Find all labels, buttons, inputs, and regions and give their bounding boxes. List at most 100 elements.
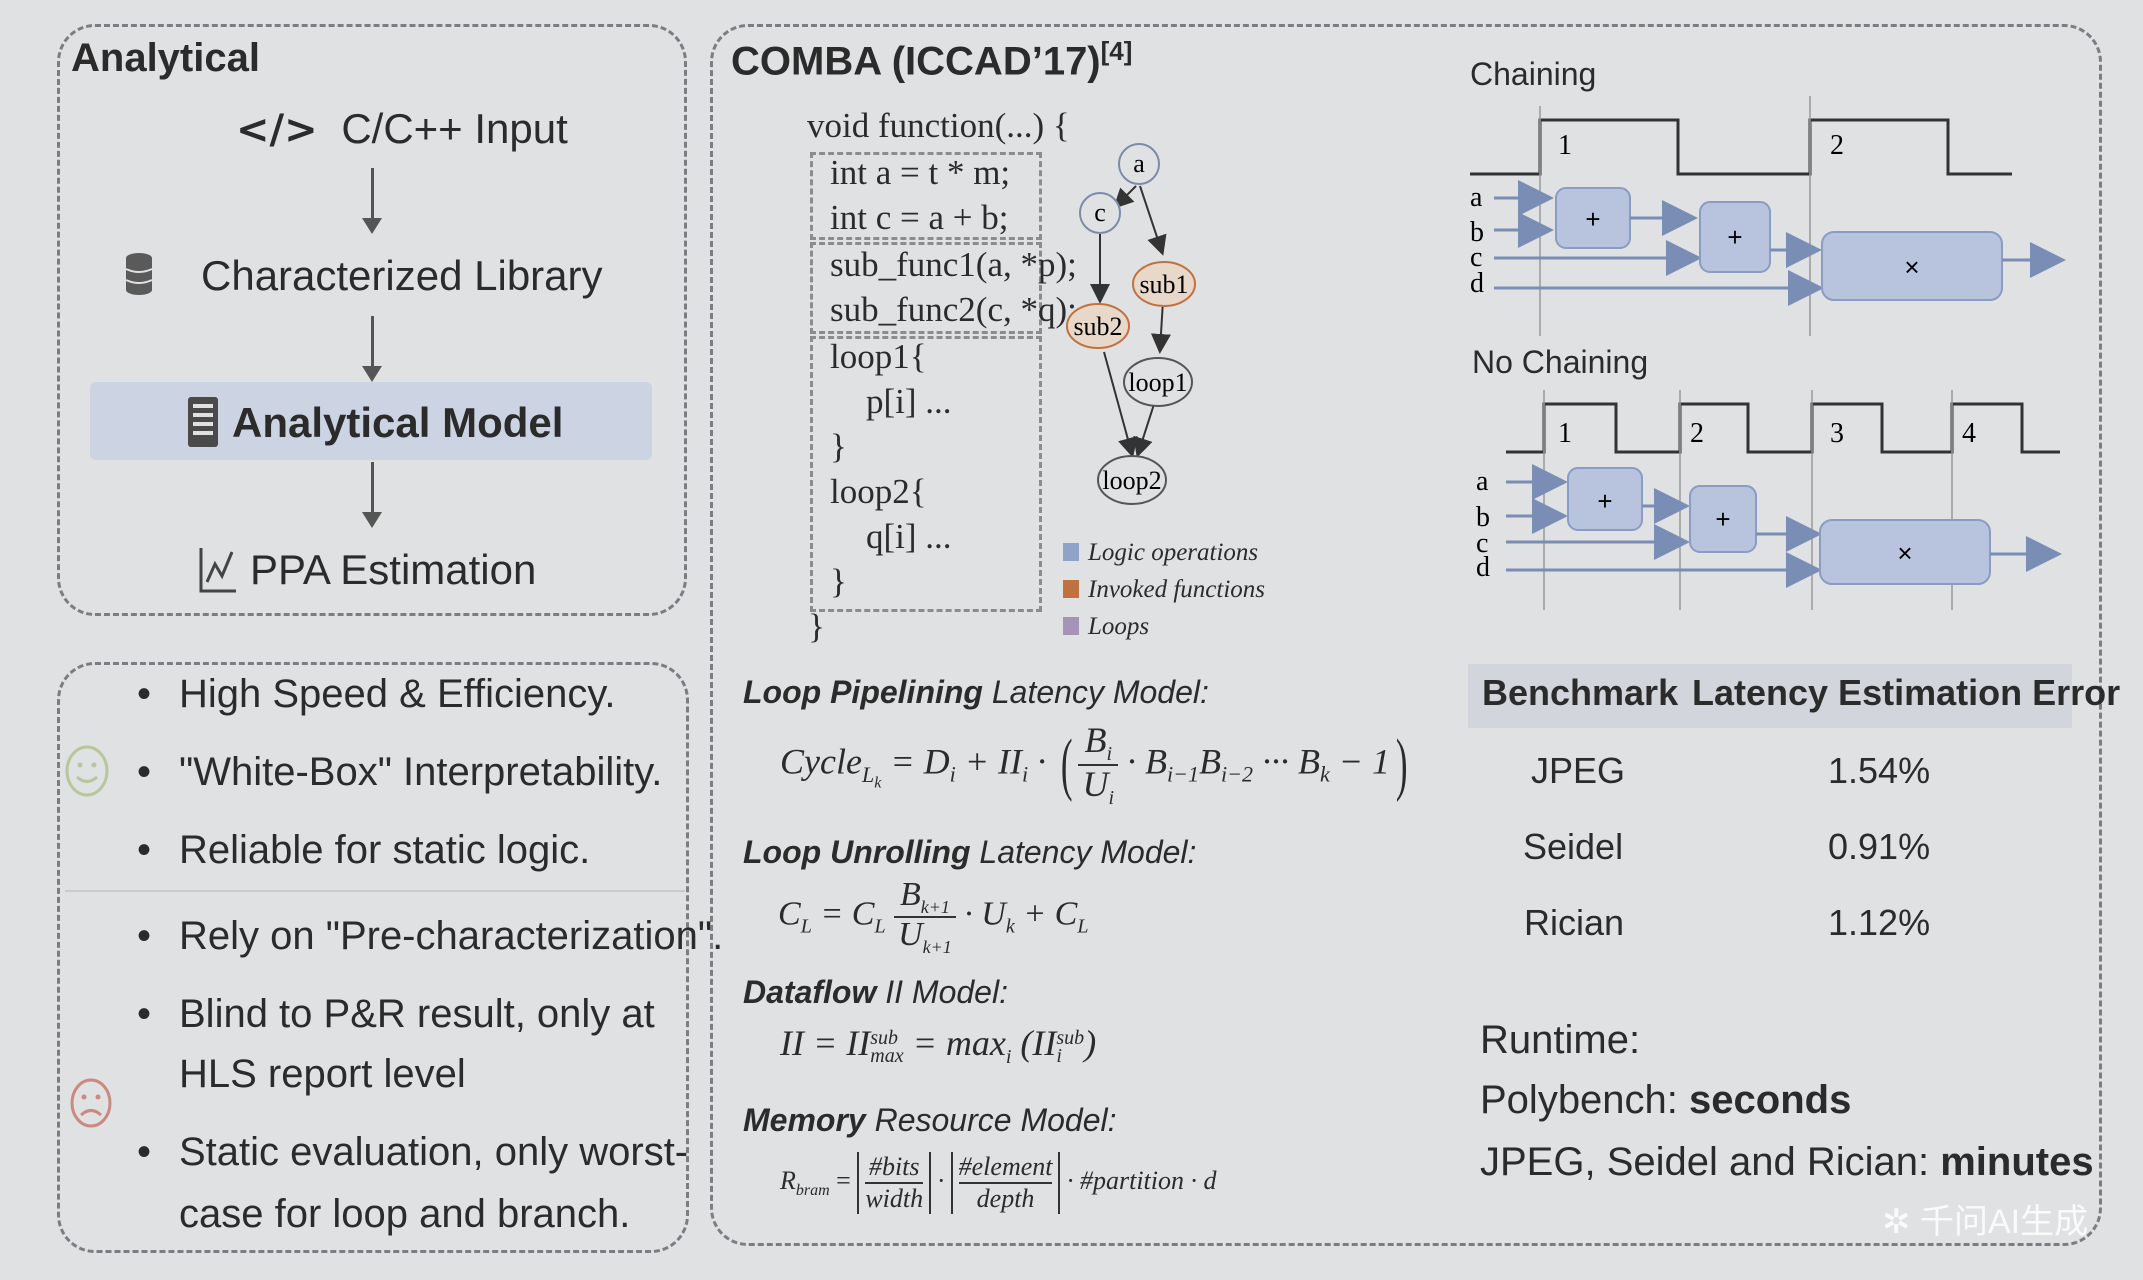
code-header: void function(...) { — [807, 106, 1070, 145]
table-cell-benchmark: Rician — [1524, 902, 1625, 943]
svg-text:b: b — [1476, 502, 1490, 533]
table-cell-benchmark: Seidel — [1523, 826, 1624, 867]
no-chaining-diagram: 1 2 3 4 a b c d + + × — [1476, 390, 2062, 610]
legend-functions: Invoked functions — [1088, 576, 1266, 603]
model-dataflow-title: Dataflow II Model: — [743, 974, 1008, 1010]
svg-text:b: b — [1470, 217, 1484, 248]
code-block-loops — [810, 336, 1042, 612]
svg-text:d: d — [1476, 552, 1490, 583]
formula-memory: Rbram = #bits width · #element depth · #… — [780, 1152, 1217, 1214]
table-header-benchmark: Benchmark — [1482, 672, 1679, 713]
svg-text:2: 2 — [1690, 418, 1704, 449]
svg-text:1: 1 — [1558, 418, 1572, 449]
svg-text:+: + — [1715, 504, 1730, 534]
graph-node-sub2 — [1066, 303, 1130, 349]
watermark: ✲ 千问AI生成 — [1882, 1203, 2089, 1241]
model-memory-title: Memory Resource Model: — [743, 1102, 1117, 1138]
table-cell-error: 1.54% — [1828, 750, 1931, 791]
code-line: loop2{ — [830, 472, 927, 511]
svg-text:sub2: sub2 — [1073, 312, 1122, 341]
no-chaining-label: No Chaining — [1472, 344, 1649, 380]
pro-item: •"White-Box" Interpretability. — [137, 750, 663, 794]
svg-text:c: c — [1094, 198, 1106, 227]
svg-text:+: + — [1727, 222, 1742, 252]
svg-text:1: 1 — [1558, 130, 1572, 161]
pros-cons-divider — [65, 890, 685, 892]
graph-node-a — [1118, 143, 1160, 185]
table-header-error: Latency Estimation Error — [1692, 672, 2121, 713]
svg-text:d: d — [1470, 268, 1484, 299]
legend-swatch-loops — [1063, 617, 1079, 635]
formula-unrolling: CL = CL Bk+1 Uk+1 · Uk + CL — [778, 876, 1089, 957]
svg-text:c: c — [1470, 242, 1482, 273]
code-line: loop1{ — [830, 337, 927, 376]
hierarchy-graph: a c sub1 sub2 loop1 loop2 — [1066, 143, 1196, 505]
code-icon: </> — [236, 107, 318, 153]
pros-cons-panel — [57, 662, 689, 1253]
flow-step-library: Characterized Library — [201, 252, 603, 299]
database-icon — [124, 252, 154, 301]
con-item: •Rely on "Pre-characterization". — [137, 914, 724, 958]
model-unrolling-title: Loop Unrolling Latency Model: — [743, 834, 1197, 870]
graph-node-sub1 — [1132, 261, 1196, 307]
code-line: int c = a + b; — [830, 198, 1009, 237]
legend-logic: Logic operations — [1088, 539, 1259, 566]
svg-text:a: a — [1133, 149, 1145, 178]
analytical-flow-panel — [57, 24, 687, 616]
code-line: int a = t * m; — [830, 153, 1011, 192]
svg-text:a: a — [1470, 182, 1483, 213]
table-cell-error: 0.91% — [1828, 826, 1931, 867]
table-cell-benchmark: JPEG — [1531, 750, 1626, 791]
runtime-polybench: Polybench: seconds — [1480, 1078, 1852, 1122]
con-item-cont: HLS report level — [179, 1052, 466, 1096]
svg-text:2: 2 — [1830, 130, 1844, 161]
code-line: q[i] ... — [866, 517, 952, 556]
flow-step-input: </> C/C++ Input — [236, 105, 568, 153]
legend-swatch-functions — [1063, 580, 1079, 598]
svg-text:+: + — [1585, 204, 1600, 234]
analytical-title: Analytical — [71, 36, 260, 80]
code-block-logic — [810, 152, 1042, 240]
flow-step-ppa: PPA Estimation — [250, 546, 537, 593]
flow-step-input-label: C/C++ Input — [341, 105, 568, 152]
svg-text:c: c — [1476, 528, 1488, 559]
svg-text:loop1: loop1 — [1128, 368, 1187, 397]
con-item: •Static evaluation, only worst- — [137, 1130, 689, 1174]
flow-arrow — [362, 316, 382, 382]
watermark-logo-icon: ✲ — [1882, 1203, 1911, 1241]
frown-icon — [68, 1076, 114, 1135]
svg-text:a: a — [1476, 466, 1489, 497]
code-line: sub_func1(a, *p); — [830, 245, 1077, 284]
code-block-functions — [810, 242, 1042, 334]
code-line: } — [830, 427, 847, 466]
svg-text:3: 3 — [1830, 418, 1844, 449]
analytical-model-highlight — [90, 382, 652, 460]
formula-pipelining: CycleLk = Di + IIi · ( Bi Ui · Bi−1Bi−2 … — [780, 720, 1408, 810]
comba-panel — [710, 24, 2102, 1246]
chart-icon — [198, 546, 238, 599]
svg-text:+: + — [1597, 486, 1612, 516]
graph-node-c — [1079, 192, 1121, 234]
pro-item: •Reliable for static logic. — [137, 828, 591, 872]
graph-node-loop1 — [1123, 357, 1193, 407]
svg-text:sub1: sub1 — [1139, 270, 1188, 299]
code-line: } — [830, 562, 847, 601]
runtime-label: Runtime: — [1480, 1018, 1641, 1062]
svg-text:loop2: loop2 — [1102, 466, 1161, 495]
code-line: sub_func2(c, *q); — [830, 290, 1077, 329]
legend-swatch-logic — [1063, 543, 1079, 561]
svg-text:×: × — [1897, 538, 1912, 568]
con-item-cont: case for loop and branch. — [179, 1192, 631, 1236]
svg-text:×: × — [1904, 252, 1919, 282]
code-line: } — [808, 607, 825, 646]
chaining-diagram: 1 2 a b c d + + × — [1470, 96, 2066, 336]
chaining-label: Chaining — [1470, 56, 1597, 92]
flow-arrow — [362, 462, 382, 528]
smile-icon — [64, 744, 110, 803]
comba-title: COMBA (ICCAD’17)[4] — [731, 36, 1133, 84]
svg-text:4: 4 — [1962, 418, 1976, 449]
benchmark-table-header — [1468, 664, 2072, 728]
runtime-others: JPEG, Seidel and Rician: minutes — [1480, 1140, 2094, 1184]
model-pipelining-title: Loop Pipelining Latency Model: — [743, 674, 1209, 710]
flow-arrow — [362, 168, 382, 234]
